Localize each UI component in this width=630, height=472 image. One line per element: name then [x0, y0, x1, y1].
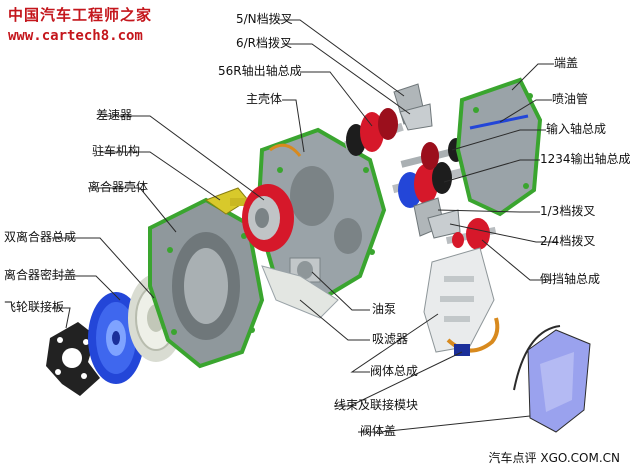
harness-module-part	[446, 317, 500, 356]
output-shaft-1234-part	[392, 162, 470, 208]
label-shift-fork-13: 1/3档拨叉	[540, 204, 596, 218]
end-cover-part	[455, 77, 543, 217]
label-output-shaft-56r: 56R轴出轴总成	[218, 64, 302, 78]
label-oil-pump: 油泵	[372, 302, 397, 316]
label-shift-fork-24: 2/4档拨叉	[540, 234, 596, 248]
brand-url: www.cartech8.com	[8, 28, 143, 44]
differential-part	[242, 184, 294, 252]
footer-watermark: 汽车点评 XGO.COM.CN	[488, 451, 620, 465]
flywheel-plate-part	[46, 322, 100, 396]
clutch-seal-cover-part	[88, 292, 144, 384]
clutch-housing-part	[148, 197, 265, 369]
label-oil-jet-pipe: 喷油管	[552, 92, 589, 106]
label-parking-mechanism: 驻车机构	[92, 144, 141, 158]
label-reverse-shaft: 倒挡轴总成	[540, 272, 601, 286]
label-output-shaft-1234: 1234输出轴总成	[540, 152, 630, 166]
label-valve-cover: 阀体盖	[360, 424, 397, 438]
oil-filter-part	[261, 265, 339, 319]
label-clutch-seal-cover: 离合器密封盖	[4, 268, 77, 282]
valve-body-part	[423, 247, 495, 353]
valve-cover-part	[513, 325, 591, 433]
brand-name: 中国汽车工程师之家	[8, 6, 153, 24]
leader-lines	[52, 19, 558, 433]
label-harness-module: 线束及联接模块	[334, 398, 419, 412]
label-dual-clutch: 双离合器总成	[4, 230, 77, 244]
label-valve-body: 阀体总成	[370, 364, 419, 378]
label-shift-fork-6r: 6/R档拨叉	[236, 36, 293, 50]
label-oil-filter: 吸滤器	[372, 332, 409, 346]
output-shaft-56r-part	[344, 108, 404, 156]
label-flywheel-plate: 飞轮联接板	[4, 300, 65, 314]
label-main-housing: 主壳体	[246, 92, 283, 106]
label-input-shaft: 输入轴总成	[546, 122, 607, 136]
shift-forks-1234-part	[413, 197, 461, 239]
label-differential: 差速器	[96, 108, 133, 122]
label-end-cover: 端盖	[554, 56, 579, 70]
label-shift-fork-5n: 5/N档拨叉	[236, 12, 293, 26]
label-clutch-housing: 离合器壳体	[88, 180, 149, 194]
